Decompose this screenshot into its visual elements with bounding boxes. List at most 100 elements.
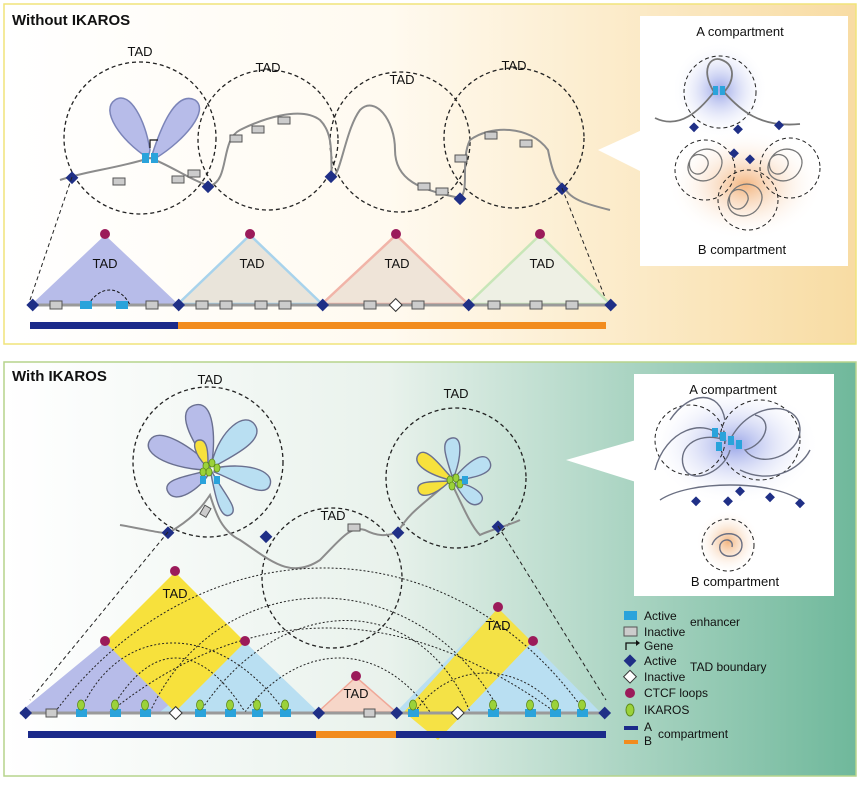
top-tad-label-4: TAD xyxy=(501,58,526,73)
bottom-inset-b-label: B compartment xyxy=(691,574,780,589)
bottom-triangle-label-2: TAD xyxy=(343,686,368,701)
top-linear-enhancer-2 xyxy=(116,301,128,309)
top-inset-b-glow xyxy=(667,130,823,240)
bottom-diamond-1 xyxy=(105,572,245,712)
legend-b-swatch xyxy=(624,740,638,744)
bottom-enh-1a xyxy=(200,476,206,484)
bottom-tad-label-3: TAD xyxy=(443,386,468,401)
bottom-a-bar-1 xyxy=(28,731,316,738)
bottom-b-bar xyxy=(316,731,396,738)
bottom-enh-1b xyxy=(214,476,220,484)
top-triangle-label-4: TAD xyxy=(529,256,554,271)
bottom-enh-2 xyxy=(462,476,468,484)
top-inset-b-circles xyxy=(674,137,821,231)
legend-gene-arrow-icon xyxy=(625,642,636,650)
top-projection-left xyxy=(29,176,73,301)
legend-active-boundary-icon xyxy=(623,654,637,668)
top-enhancer-1 xyxy=(142,153,149,163)
top-tad-label-2: TAD xyxy=(255,60,280,75)
top-inset-pointer xyxy=(598,130,642,172)
top-triangle-label-2: TAD xyxy=(239,256,264,271)
legend-ctcf-icon xyxy=(625,688,635,698)
legend-a-swatch xyxy=(624,726,638,730)
legend-b-label: B xyxy=(644,734,652,748)
top-inactive-genes xyxy=(112,116,533,196)
top-linear-inactive-genes xyxy=(49,300,579,310)
bottom-triangle-a2 xyxy=(160,642,318,712)
bottom-tad-label-2: TAD xyxy=(320,508,345,523)
legend-compartment-label: compartment xyxy=(658,727,729,741)
bottom-diamond-2 xyxy=(404,608,532,740)
bottom-inset-a-label: A compartment xyxy=(689,382,777,397)
bottom-projection-left xyxy=(29,531,169,701)
legend-inactive-enhancer-swatch xyxy=(623,626,638,637)
top-enhancer-2 xyxy=(151,153,158,163)
bottom-inset-b-glow xyxy=(696,510,760,574)
legend-ikaros-icon xyxy=(625,703,635,717)
legend-inactive2-label: Inactive xyxy=(644,670,686,684)
bottom-chromatin-fiber xyxy=(119,478,521,570)
legend-active2-label: Active xyxy=(644,654,677,668)
top-inactive-boundary xyxy=(388,297,403,313)
bottom-inactive-boundary-2 xyxy=(450,705,465,721)
top-inset-b-tangles xyxy=(687,148,803,217)
top-ctcf-dots xyxy=(100,229,545,239)
bottom-triangle-label-3: TAD xyxy=(485,618,510,633)
legend-ikaros-label: IKAROS xyxy=(644,703,689,717)
bottom-tad-circles xyxy=(132,386,527,649)
bottom-triangle-label-1: TAD xyxy=(162,586,187,601)
legend-ctcf-label: CTCF loops xyxy=(644,686,708,700)
bottom-a-bar-2 xyxy=(396,731,606,738)
top-tad-label-1: TAD xyxy=(127,44,152,59)
bottom-linear-ikaros xyxy=(77,699,586,711)
top-triangle-1 xyxy=(32,235,178,304)
top-a-bar xyxy=(30,322,178,329)
legend-gene-label: Gene xyxy=(644,639,674,653)
bottom-inset-enhancers xyxy=(712,428,742,451)
bottom-ikaros-cluster-2 xyxy=(446,473,464,491)
legend-active-enhancer-swatch xyxy=(624,611,637,620)
bottom-inset-fiber xyxy=(654,396,811,557)
top-loop-right xyxy=(151,97,201,159)
legend: Active enhancer Inactive Gene Active TAD… xyxy=(622,609,766,748)
bottom-inactive-boundary-1 xyxy=(168,705,183,721)
top-inset-b-label: B compartment xyxy=(698,242,787,257)
top-linear-boundaries xyxy=(26,298,618,312)
top-inset-a-label: A compartment xyxy=(696,24,784,39)
bottom-inset-boundaries xyxy=(691,486,805,509)
top-inset-boundaries xyxy=(689,120,784,165)
top-linear-enhancer-1 xyxy=(80,301,92,309)
legend-inactive-label: Inactive xyxy=(644,625,686,639)
bottom-tad-label-1: TAD xyxy=(197,372,222,387)
legend-inactive-boundary-icon xyxy=(622,669,638,684)
top-tad-label-3: TAD xyxy=(389,72,414,87)
bottom-interaction-arcs xyxy=(54,567,586,713)
legend-gene-arrowhead-icon xyxy=(636,640,640,646)
top-inset-enh-2 xyxy=(720,86,725,95)
bottom-panel-title: With IKAROS xyxy=(12,368,107,385)
top-inset-a-fiber xyxy=(654,58,801,126)
top-triangle-label-3: TAD xyxy=(384,256,409,271)
top-projection-right xyxy=(561,187,607,301)
top-triangle-label-1: TAD xyxy=(92,256,117,271)
top-gene-arrow xyxy=(149,139,158,148)
legend-a-label: A xyxy=(644,720,652,734)
legend-tad-boundary-label: TAD boundary xyxy=(690,660,766,674)
bottom-inset-pointer xyxy=(566,440,636,482)
bottom-linear-inactive-genes xyxy=(45,708,376,718)
top-b-bar xyxy=(178,322,606,329)
legend-enhancer-label: enhancer xyxy=(690,615,740,629)
top-inset-enh-1 xyxy=(713,86,718,95)
bottom-ctcf-dots xyxy=(100,566,538,681)
top-local-loop xyxy=(87,289,131,306)
bottom-projection-right xyxy=(497,525,607,701)
legend-active-label: Active xyxy=(644,609,677,623)
top-panel-title: Without IKAROS xyxy=(12,12,131,29)
top-loop-left xyxy=(109,97,151,160)
bottom-fiber-inactive-genes xyxy=(199,504,361,532)
top-inset-a-circle xyxy=(683,55,757,129)
bottom-triangle-a1 xyxy=(20,642,190,712)
bottom-linear-enhancers xyxy=(76,709,588,717)
